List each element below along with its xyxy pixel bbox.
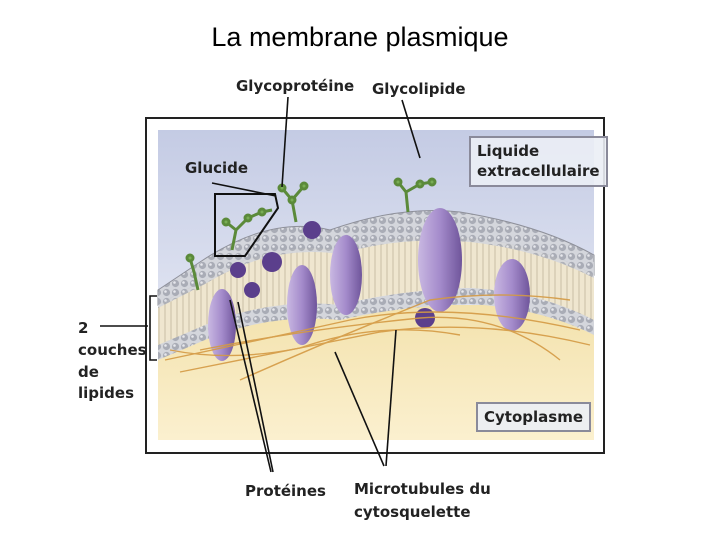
label-couches-line3: de	[78, 362, 147, 384]
peripheral-protein	[230, 262, 246, 278]
label-glycolipide: Glycolipide	[372, 79, 466, 101]
label-microtubules: Microtubules du cytosquelette	[354, 478, 491, 525]
label-glucide: Glucide	[185, 158, 248, 180]
label-liquide-extracellulaire: Liquide extracellulaire	[469, 136, 608, 187]
peripheral-protein	[303, 221, 321, 239]
label-couches-line4: lipides	[78, 383, 147, 405]
label-microtubules-line1: Microtubules du	[354, 478, 491, 501]
label-glycoproteine: Glycoprotéine	[236, 76, 354, 98]
protein-3	[330, 235, 362, 315]
label-proteines: Protéines	[245, 481, 326, 503]
label-cytoplasme: Cytoplasme	[476, 402, 591, 432]
label-2-couches-de-lipides: 2 couches de lipides	[78, 318, 147, 405]
label-microtubules-line2: cytosquelette	[354, 501, 491, 524]
label-liquide-line1: Liquide	[477, 141, 600, 161]
label-couches-line2: couches	[78, 340, 147, 362]
label-liquide-line2: extracellulaire	[477, 161, 600, 181]
label-couches-line1: 2	[78, 318, 147, 340]
peripheral-protein	[244, 282, 260, 298]
peripheral-protein	[262, 252, 282, 272]
